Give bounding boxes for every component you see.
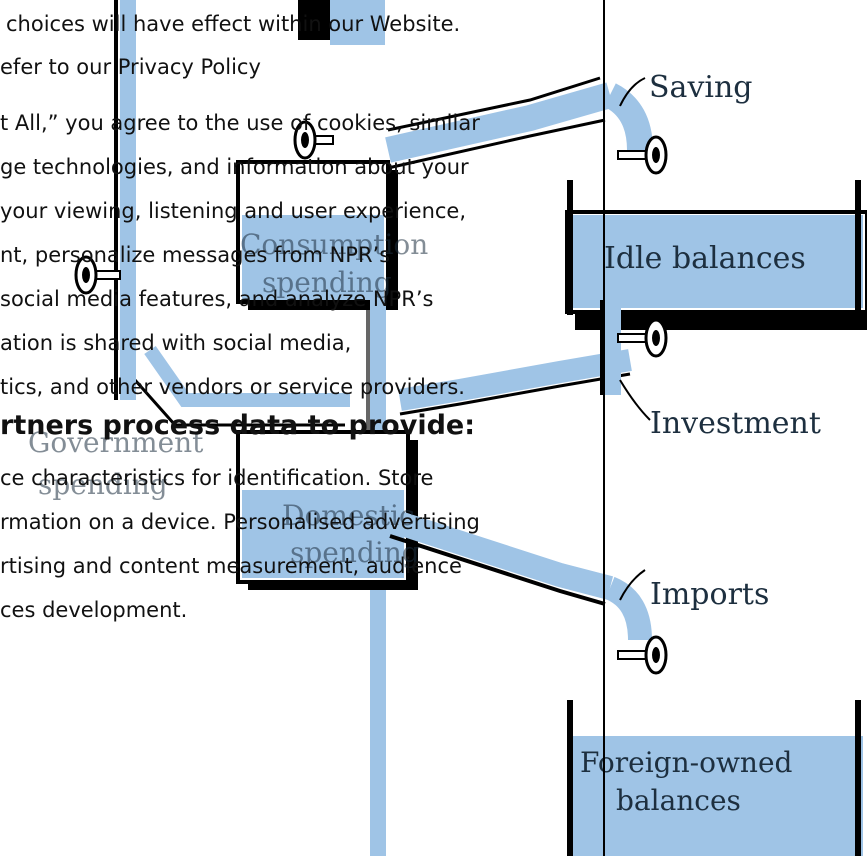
- consumption-tank: [236, 160, 398, 310]
- purpose-line: rmation on a device. Personalised advert…: [0, 510, 480, 534]
- valve-icon: [617, 318, 668, 358]
- purpose-line: ces development.: [0, 598, 188, 622]
- idle-balances-label: Idle balances: [604, 241, 806, 276]
- valve-icon: [617, 635, 668, 675]
- consumption-label-line2: spending: [262, 266, 392, 299]
- purpose-line: ce characteristics for identification. S…: [0, 466, 434, 490]
- government-label-line2: spending: [38, 468, 168, 501]
- consent-line: your viewing, listening and user experie…: [0, 199, 467, 223]
- imports-label: Imports: [650, 577, 769, 612]
- investment-label: Investment: [650, 406, 821, 441]
- consent-line: tics, and other vendors or service provi…: [0, 375, 465, 399]
- valve-icon: [74, 255, 121, 295]
- domestic-label-line1: Domestic: [282, 499, 415, 532]
- idle-balances-tank: [565, 180, 867, 330]
- valve-icon: [293, 120, 334, 160]
- consent-line: t All,” you agree to the use of cookies,…: [0, 111, 480, 135]
- partners-heading: rtners process data to provide:: [0, 410, 476, 441]
- foreign-owned-label-line1: Foreign-owned: [580, 746, 793, 779]
- foreign-owned-balances-tank: [567, 700, 867, 856]
- consent-line: ation is shared with social media,: [0, 331, 352, 355]
- consent-line: efer to our Privacy Policy: [0, 55, 261, 79]
- panel-divider: [603, 0, 605, 856]
- domestic-label-line2: spending: [290, 536, 420, 569]
- valve-icon: [617, 135, 668, 175]
- consent-line: social media features, and analyze NPR’s: [0, 287, 434, 311]
- consent-line: choices will have effect within our Webs…: [6, 12, 461, 36]
- purpose-line: rtising and content measurement, audienc…: [0, 554, 462, 578]
- domestic-spending-tank: [236, 430, 418, 590]
- saving-label: Saving: [649, 70, 753, 105]
- government-label-line1: Government: [28, 426, 204, 459]
- consumption-label-line1: Consumption: [240, 228, 428, 261]
- consent-line: ge technologies, and information about y…: [0, 155, 469, 179]
- consent-line: nt, personalize messages from NPR’s: [0, 243, 391, 267]
- foreign-owned-label-line2: balances: [616, 784, 741, 817]
- cookie-consent-text: choices will have effect within our Webs…: [0, 12, 480, 622]
